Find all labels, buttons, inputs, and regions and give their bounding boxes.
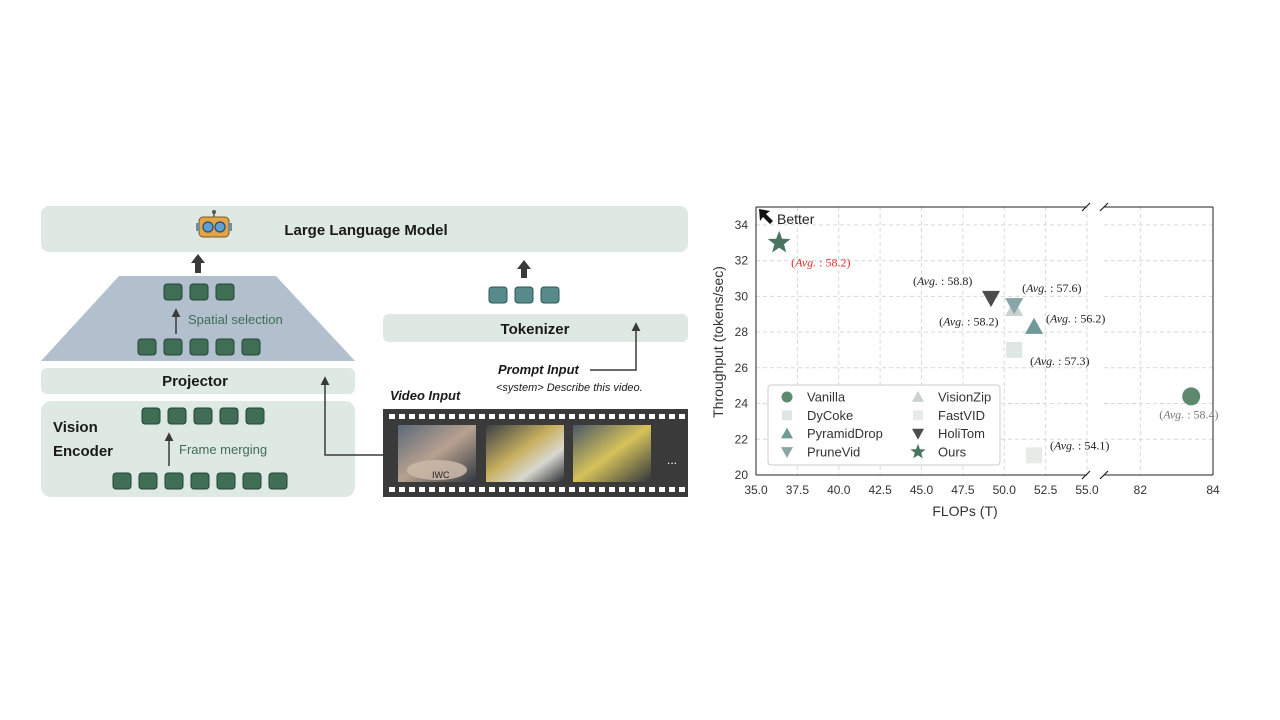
better-label: Better [777, 211, 815, 227]
legend-label-dycoke: DyCoke [807, 408, 853, 423]
annotation-pyramiddrop: (Avg. : 56.2) [1046, 312, 1105, 326]
legend-marker-pyramiddrop [781, 427, 793, 439]
data-point-prunevid [1005, 298, 1024, 315]
robot-icon [196, 210, 232, 238]
y-tick-label: 20 [735, 468, 749, 482]
data-point-ours [767, 230, 791, 253]
video-frame-3 [573, 425, 651, 482]
spatial-selection-trapezoid [41, 276, 355, 361]
annotation-dycoke: (Avg. : 57.3) [1030, 354, 1089, 368]
legend-label-ours: Ours [938, 444, 967, 459]
llm-label: Large Language Model [284, 222, 447, 239]
vision-label-line2: Encoder [53, 443, 113, 460]
annotation-visionzip: (Avg. : 57.6) [1022, 281, 1081, 295]
tokenizer-label: Tokenizer [501, 321, 570, 338]
y-tick-labels: 20 22 24 26 28 30 32 34 [735, 218, 749, 482]
video-to-projector-connector [320, 376, 383, 456]
film-ellipsis: ... [667, 453, 677, 467]
x-axis-label: FLOPs (T) [932, 503, 997, 519]
frame-tokens [112, 472, 288, 490]
spatial-selection-label: Spatial selection [188, 312, 283, 327]
vision-label-line1: Vision [53, 419, 98, 436]
text-tokens [488, 286, 560, 304]
plot-frame [755, 206, 1214, 476]
video-film-strip: IWC ... [383, 409, 688, 497]
y-tick-label: 24 [735, 397, 749, 411]
y-tick-label: 30 [735, 289, 749, 303]
up-arrow-icon-tokenizer [517, 260, 531, 278]
frame-overlay-text: IWC [432, 470, 450, 480]
data-point-vanilla [1182, 387, 1201, 406]
annotation-prunevid: (Avg. : 58.2) [939, 314, 998, 328]
legend-marker-fastvid [913, 410, 923, 421]
legend-label-pyramiddrop: PyramidDrop [807, 426, 883, 441]
arrow-up-left-icon [759, 209, 773, 224]
x-tick-label: 82 [1134, 483, 1148, 497]
data-point-fastvid [1026, 447, 1043, 464]
y-tick-label: 32 [735, 254, 749, 268]
legend-marker-vanilla [781, 391, 793, 403]
legend-label-holitom: HoliTom [938, 426, 985, 441]
y-tick-label: 26 [735, 361, 749, 375]
scatter-chart: 35.0 37.5 40.0 42.5 45.0 47.5 50.0 52.5 55.0 82 84… [710, 202, 1220, 519]
axis-break-marks [1081, 202, 1109, 480]
architecture-diagram: Large Language Model Spatial selection P… [41, 206, 688, 497]
x-tick-label: 42.5 [868, 483, 892, 497]
prompt-to-tokenizer-connector [590, 322, 641, 371]
projector-input-tokens [137, 338, 261, 356]
merged-tokens [141, 407, 265, 425]
legend-label-vanilla: Vanilla [807, 390, 846, 405]
legend-label-prunevid: PruneVid [807, 444, 860, 459]
x-tick-label: 35.0 [744, 483, 768, 497]
x-tick-labels: 35.0 37.5 40.0 42.5 45.0 47.5 50.0 52.5 55.0 82 84 [744, 483, 1220, 497]
video-frame-2 [486, 425, 564, 482]
prompt-input-label: Prompt Input [498, 362, 580, 377]
data-point-dycoke [1006, 341, 1023, 358]
y-axis-label: Throughput (tokens/sec) [710, 266, 726, 418]
x-tick-label: 47.5 [951, 483, 975, 497]
data-point-pyramiddrop [1025, 317, 1044, 334]
y-tick-label: 22 [735, 432, 749, 446]
legend-marker-holitom [912, 428, 924, 440]
projector-panel [41, 368, 355, 394]
up-arrow-icon [191, 254, 205, 273]
annotation-holitom: (Avg. : 58.8) [913, 274, 972, 288]
x-tick-label: 55.0 [1075, 483, 1099, 497]
selected-tokens [163, 283, 235, 301]
legend-marker-ours [910, 443, 926, 459]
legend-marker-prunevid [781, 447, 793, 458]
legend-label-fastvid: FastVID [938, 408, 985, 423]
better-indicator: Better [759, 209, 815, 227]
projector-label: Projector [162, 373, 228, 390]
video-input-label: Video Input [390, 388, 461, 403]
x-tick-label: 40.0 [827, 483, 851, 497]
x-tick-label: 52.5 [1034, 483, 1058, 497]
frame-merging-label: Frame merging [179, 442, 267, 457]
data-point-holitom [982, 290, 1001, 308]
tokenizer-panel [383, 314, 688, 342]
annotation-vanilla: (Avg. : 58.4) [1159, 407, 1218, 421]
legend-marker-visionzip [912, 391, 924, 402]
data-points [767, 230, 1201, 464]
x-tick-label: 50.0 [993, 483, 1017, 497]
point-annotations: (Avg. : 54.1) (Avg. : 57.3) (Avg. : 57.6) (… [791, 256, 1218, 453]
prompt-text: <system> Describe this video. [496, 382, 643, 394]
annotation-fastvid: (Avg. : 54.1) [1050, 438, 1109, 452]
legend-marker-dycoke [782, 410, 792, 421]
y-tick-label: 34 [735, 218, 749, 232]
y-tick-label: 28 [735, 325, 749, 339]
x-tick-label: 84 [1206, 483, 1220, 497]
legend-label-visionzip: VisionZip [938, 390, 991, 405]
annotation-ours: (Avg. : 58.2) [791, 256, 850, 270]
x-tick-label: 37.5 [786, 483, 810, 497]
x-tick-label: 45.0 [910, 483, 934, 497]
